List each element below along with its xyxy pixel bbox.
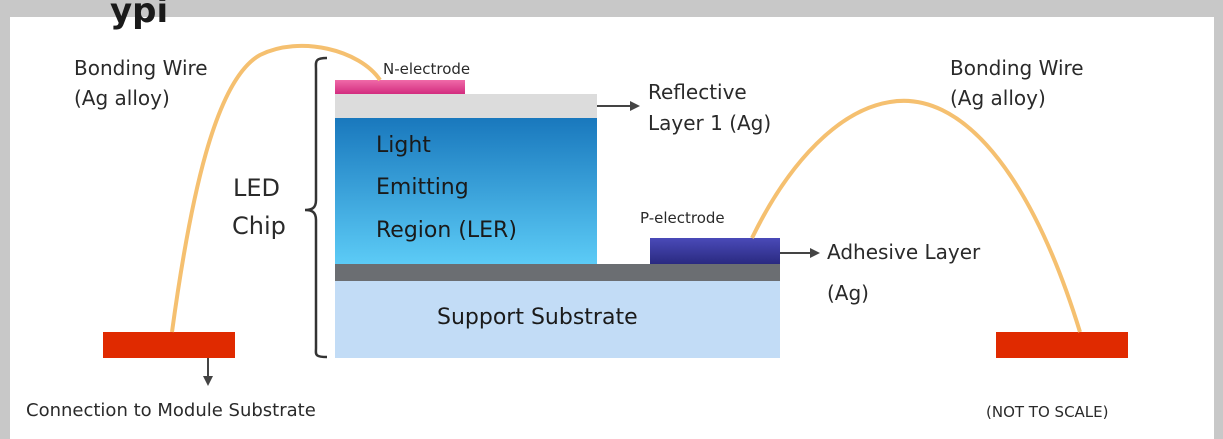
- label-reflective-layer-material: Layer 1 (Ag): [648, 111, 772, 135]
- adhesive-layer-block: [335, 264, 780, 281]
- p-electrode-block: [650, 238, 780, 264]
- label-bonding-wire-left: Bonding Wire: [74, 56, 208, 80]
- label-ler-line2: Emitting: [376, 175, 469, 200]
- label-bonding-wire-left-material: (Ag alloy): [74, 86, 170, 110]
- label-led-chip-line1: LED: [233, 174, 281, 202]
- label-connection: Connection to Module Substrate: [26, 400, 316, 421]
- label-n-electrode: N-electrode: [383, 60, 471, 78]
- label-adhesive-layer: Adhesive Layer: [827, 240, 981, 264]
- reflective-layer-block: [335, 94, 597, 118]
- left-bonding-wire: [170, 43, 382, 333]
- header-title-fragment: ypi: [110, 0, 169, 31]
- diagram-frame: ypi: [10, 0, 1214, 439]
- light-emitting-region-block: [335, 118, 597, 264]
- label-p-electrode: P-electrode: [640, 209, 725, 227]
- label-bonding-wire-right: Bonding Wire: [950, 56, 1084, 80]
- arrow-adhesive: [780, 248, 820, 258]
- left-bond-pad: [103, 332, 235, 358]
- led-chip-brace: [304, 56, 328, 359]
- label-ler-line1: Light: [376, 133, 431, 158]
- label-led-chip-line2: Chip: [232, 212, 286, 240]
- label-support-substrate: Support Substrate: [437, 305, 638, 330]
- arrow-connection: [203, 358, 213, 386]
- support-substrate-block: [335, 281, 780, 358]
- label-adhesive-layer-material: (Ag): [827, 281, 869, 305]
- arrow-reflective: [597, 101, 640, 111]
- right-bond-pad: [996, 332, 1128, 358]
- label-not-to-scale: (NOT TO SCALE): [986, 403, 1109, 421]
- label-ler-line3: Region (LER): [376, 218, 517, 243]
- label-bonding-wire-right-material: (Ag alloy): [950, 86, 1046, 110]
- label-reflective-layer: Reflective: [648, 80, 747, 104]
- n-electrode-block: [335, 80, 465, 94]
- right-bonding-wire: [750, 98, 1082, 333]
